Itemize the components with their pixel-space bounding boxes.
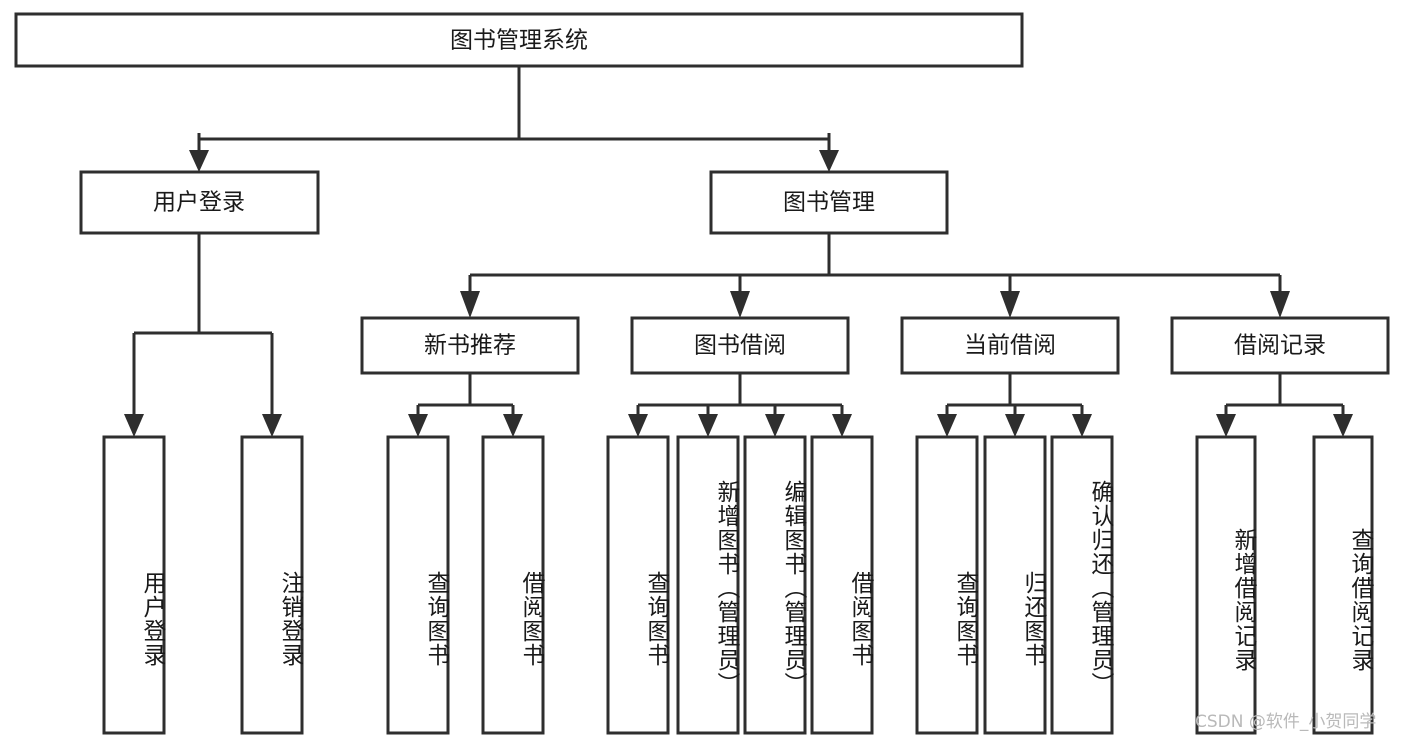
node-root-box[interactable]	[14, 12, 1024, 68]
node-book-borrow-box[interactable]	[630, 316, 850, 375]
connector-group-borrow-record	[1216, 373, 1353, 437]
node-leaf-logout-box[interactable]	[240, 435, 304, 735]
arrow-head-leaf-add-borrow-record	[1216, 414, 1236, 437]
arrow-head-book-manage	[819, 150, 839, 172]
node-leaf-add-book-box[interactable]	[676, 435, 740, 735]
arrow-head-leaf-user-login	[124, 414, 144, 437]
arrow-head-borrow-record	[1270, 291, 1290, 318]
node-leaf-query-borrow-record-box[interactable]	[1312, 435, 1374, 735]
arrow-head-leaf-return-book	[1005, 414, 1025, 437]
arrow-head-leaf-add-book	[698, 414, 718, 437]
node-user-login-box[interactable]	[79, 170, 320, 235]
node-new-book-recommend-box[interactable]	[360, 316, 580, 375]
node-leaf-borrow-book-2-label: 借阅图书	[847, 571, 873, 667]
arrow-head-current-borrow	[1000, 291, 1020, 318]
node-leaf-query-book-2-label: 查询图书	[643, 571, 669, 667]
node-leaf-query-book-2-box[interactable]	[606, 435, 670, 735]
connector-group-current-borrow	[937, 373, 1092, 437]
node-leaf-query-borrow-record-label: 查询借阅记录	[1347, 527, 1373, 672]
node-leaf-logout-label: 注销登录	[277, 571, 303, 667]
node-book-manage-label: 图书管理	[783, 190, 875, 216]
node-book-borrow[interactable]: 图书借阅	[630, 316, 850, 375]
node-leaf-add-borrow-record-label: 新增借阅记录	[1230, 527, 1256, 672]
arrow-head-leaf-query-book-3	[937, 414, 957, 437]
node-root-label: 图书管理系统	[450, 28, 588, 54]
arrow-head-leaf-query-book-2	[628, 414, 648, 437]
arrow-head-leaf-query-book-1	[408, 414, 428, 437]
node-current-borrow-box[interactable]	[900, 316, 1120, 375]
arrow-head-new-book-recommend	[460, 291, 480, 318]
node-leaf-query-book-1-label: 查询图书	[423, 571, 449, 667]
connector-group-root	[189, 66, 839, 172]
node-leaf-borrow-book-2-box[interactable]	[810, 435, 874, 735]
node-leaf-query-book-1-box[interactable]	[386, 435, 450, 735]
node-leaf-user-login-box[interactable]	[102, 435, 166, 735]
connector-group-new-book-recommend	[408, 373, 523, 437]
connector-group-user-login	[124, 233, 282, 437]
node-leaf-edit-book-box[interactable]	[743, 435, 807, 735]
node-leaf-return-book-label: 归还图书	[1020, 571, 1046, 667]
node-leaf-confirm-return-label: 确认归还（管理员）	[1087, 480, 1113, 696]
node-leaf-query-book-3-label: 查询图书	[952, 571, 978, 667]
connector-group-book-manage	[460, 233, 1290, 318]
arrow-head-leaf-edit-book	[765, 414, 785, 437]
arrow-head-leaf-logout	[262, 414, 282, 437]
node-current-borrow[interactable]: 当前借阅	[900, 316, 1120, 375]
node-new-book-recommend-label: 新书推荐	[424, 333, 516, 359]
arrow-head-book-borrow	[730, 291, 750, 318]
node-book-borrow-label: 图书借阅	[694, 333, 786, 359]
node-leaf-edit-book-label: 编辑图书（管理员）	[780, 480, 806, 696]
node-leaf-borrow-book-1-box[interactable]	[481, 435, 545, 735]
node-borrow-record-label: 借阅记录	[1234, 333, 1326, 359]
node-leaf-add-book-label: 新增图书（管理员）	[713, 480, 739, 696]
connector-group-book-borrow	[628, 373, 852, 437]
node-borrow-record-box[interactable]	[1170, 316, 1390, 375]
arrow-head-leaf-query-borrow-record	[1333, 414, 1353, 437]
node-leaf-borrow-book-1-label: 借阅图书	[518, 571, 544, 667]
node-book-manage[interactable]: 图书管理	[709, 170, 949, 235]
node-new-book-recommend[interactable]: 新书推荐	[360, 316, 580, 375]
node-book-manage-box[interactable]	[709, 170, 949, 235]
arrow-head-user-login	[189, 150, 209, 172]
node-leaf-confirm-return-box[interactable]	[1050, 435, 1114, 735]
node-current-borrow-label: 当前借阅	[964, 333, 1056, 359]
node-root[interactable]: 图书管理系统	[14, 12, 1024, 68]
node-leaf-user-login-label: 用户登录	[139, 571, 165, 667]
arrow-head-leaf-confirm-return	[1072, 414, 1092, 437]
node-leaf-query-book-3-box[interactable]	[915, 435, 979, 735]
leaf-boxes	[102, 435, 1374, 735]
node-user-login-label: 用户登录	[153, 190, 245, 216]
node-leaf-return-book-box[interactable]	[983, 435, 1047, 735]
node-leaf-add-borrow-record-box[interactable]	[1195, 435, 1257, 735]
arrow-head-leaf-borrow-book-1	[503, 414, 523, 437]
arrow-head-leaf-borrow-book-2	[832, 414, 852, 437]
node-user-login[interactable]: 用户登录	[79, 170, 320, 235]
node-borrow-record[interactable]: 借阅记录	[1170, 316, 1390, 375]
